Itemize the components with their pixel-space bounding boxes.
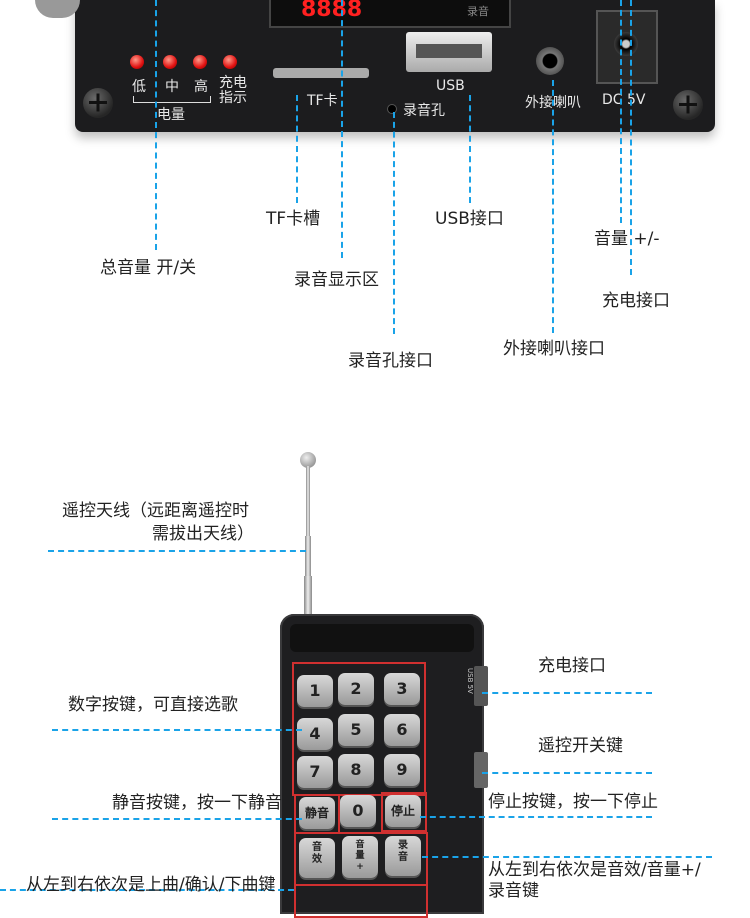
callout-line [552, 80, 554, 333]
callout-line [620, 0, 622, 223]
callout-effects-2: 录音键 [488, 881, 539, 901]
remote-control: USB 5V 1 2 3 4 5 6 7 8 9 静音 0 停止 音 效 音 量… [280, 614, 488, 918]
key-8[interactable]: 8 [338, 754, 374, 786]
device-front-panel: 8888 录音 低 中 高 充电 指示 电量 TF卡 录音孔 USB 外接喇叭 … [35, 0, 715, 132]
led-mid [163, 55, 177, 69]
callout-line [155, 0, 157, 250]
callout-usb-port: USB接口 [435, 209, 504, 229]
led-label-mid: 中 [165, 79, 179, 95]
antenna-tip [300, 452, 316, 468]
remote-top-window [290, 624, 474, 652]
callout-line [393, 112, 395, 334]
callout-line [341, 0, 343, 258]
battery-bracket [133, 96, 211, 103]
antenna-segment [304, 576, 312, 616]
callout-line [52, 818, 302, 820]
callout-line [422, 856, 712, 858]
recording-display: 8888 录音 [269, 0, 511, 28]
antenna-base [35, 0, 80, 18]
callout-antenna-1: 遥控天线（远距离遥控时 [62, 501, 249, 521]
antenna-segment [305, 536, 311, 576]
callout-line [420, 816, 652, 818]
led-charge [223, 55, 237, 69]
remote-power-switch[interactable] [474, 752, 488, 788]
callout-power-key: 遥控开关键 [538, 736, 623, 756]
record-hole [387, 104, 397, 114]
remote-usb-port[interactable] [474, 666, 488, 706]
prev-next-highlight [294, 884, 428, 918]
callout-effects-1: 从左到右依次是音效/音量+/ [488, 860, 701, 880]
rec-hole-label: 录音孔 [403, 103, 445, 119]
callout-line [48, 550, 306, 552]
led-label-high: 高 [194, 79, 208, 95]
key-5[interactable]: 5 [338, 714, 374, 746]
callout-mute-key: 静音按键，按一下静音 [112, 793, 282, 813]
led-label-charge: 充电 指示 [219, 75, 247, 106]
antenna-segment [306, 466, 310, 536]
callout-ext-speaker: 外接喇叭接口 [503, 339, 605, 359]
callout-tf-slot: TF卡槽 [266, 209, 321, 229]
speaker-jack[interactable] [536, 47, 564, 75]
callout-stop-key: 停止按键，按一下停止 [488, 792, 658, 812]
callout-prev-next: 从左到右依次是上曲/确认/下曲键 [26, 875, 276, 895]
tf-label: TF卡 [307, 93, 338, 109]
key-2[interactable]: 2 [338, 673, 374, 705]
mute-button[interactable]: 静音 [299, 797, 335, 829]
battery-label: 电量 [157, 107, 185, 123]
key-1[interactable]: 1 [297, 675, 333, 707]
tf-card-slot[interactable] [273, 68, 369, 78]
callout-number-keys: 数字按键，可直接选歌 [68, 695, 238, 715]
led-low [130, 55, 144, 69]
callout-line [630, 0, 632, 275]
callout-volume-switch: 总音量 开/关 [100, 258, 197, 278]
callout-remote-charge: 充电接口 [538, 656, 606, 676]
remote-side-label: USB 5V [466, 668, 474, 694]
led-high [193, 55, 207, 69]
callout-line [482, 692, 652, 694]
effect-button[interactable]: 音 效 [299, 838, 335, 878]
display-text: 录音 [467, 5, 489, 18]
key-0[interactable]: 0 [340, 795, 376, 827]
callout-charge-port: 充电接口 [602, 291, 670, 311]
display-digits: 8888 [301, 0, 363, 22]
callout-volume-pm: 音量 +/- [594, 229, 660, 249]
key-4[interactable]: 4 [297, 718, 333, 750]
dc-label: DC 5V [602, 92, 646, 108]
usb-port[interactable] [406, 32, 492, 72]
record-button[interactable]: 录 音 [385, 836, 421, 876]
callout-antenna-2: 需拔出天线） [152, 524, 254, 544]
dc-jack[interactable] [596, 10, 658, 84]
stop-key-highlight [381, 792, 427, 832]
callout-line [296, 95, 298, 203]
key-9[interactable]: 9 [384, 754, 420, 786]
stop-button[interactable]: 停止 [385, 795, 421, 827]
callout-line [52, 729, 302, 731]
callout-line [482, 772, 652, 774]
callout-line [469, 95, 471, 203]
key-7[interactable]: 7 [297, 756, 333, 788]
key-3[interactable]: 3 [384, 673, 420, 705]
callout-line [0, 889, 294, 891]
screw-icon [83, 88, 113, 118]
callout-rec-display: 录音显示区 [294, 270, 379, 290]
volume-plus-button[interactable]: 音 量 + [342, 836, 378, 878]
usb-label: USB [436, 78, 465, 94]
led-label-low: 低 [132, 79, 146, 95]
key-6[interactable]: 6 [384, 714, 420, 746]
callout-rec-hole: 录音孔接口 [348, 351, 433, 371]
screw-icon [673, 90, 703, 120]
